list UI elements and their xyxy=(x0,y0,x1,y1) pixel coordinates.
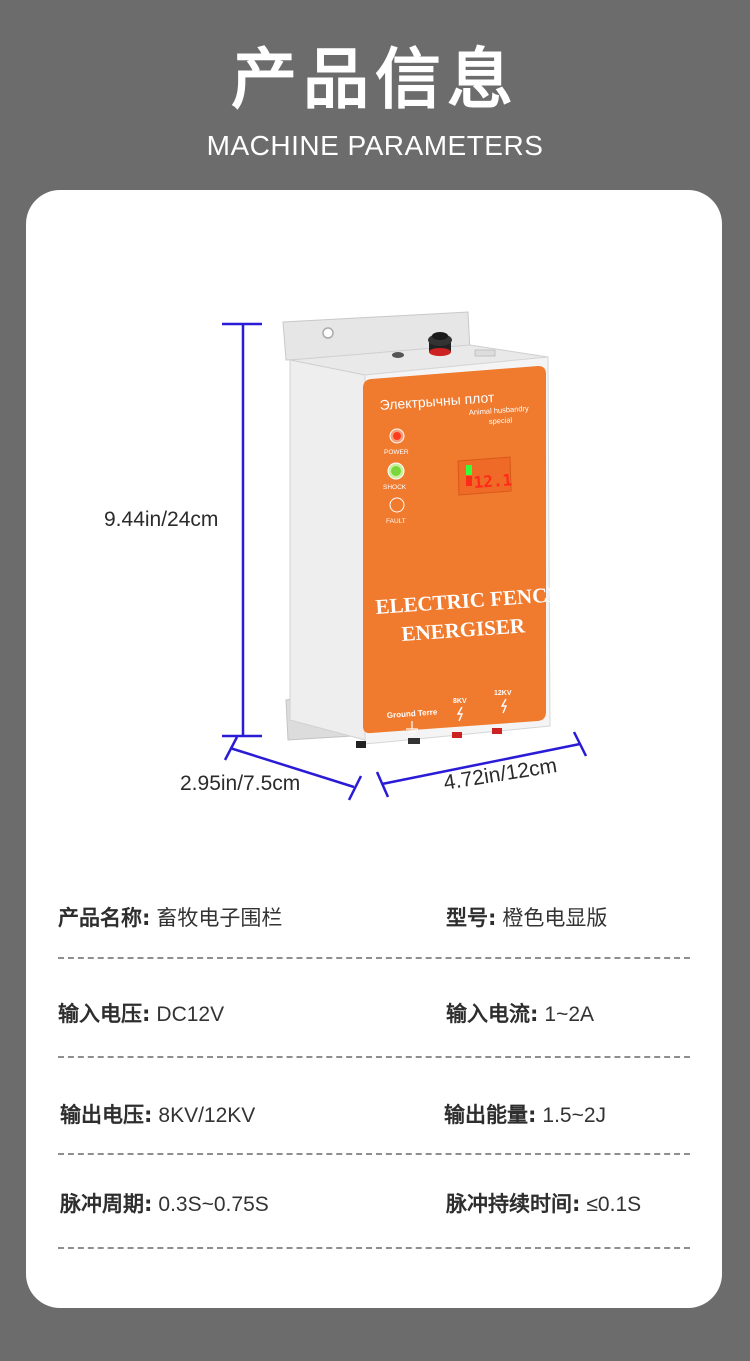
spec-value: 橙色电显版 xyxy=(502,907,608,930)
spec-row: 产品名称:畜牧电子围栏 型号:橙色电显版 xyxy=(58,898,690,938)
page-title: 产品信息 xyxy=(231,41,519,118)
height-dimension-line xyxy=(222,322,262,738)
spec-key: 脉冲持续时间: xyxy=(446,1192,581,1216)
depth-dimension-label: 2.95in/7.5cm xyxy=(180,772,301,795)
spec-key: 输出电压: xyxy=(60,1103,153,1127)
spec-row: 输入电压:DC12V 输入电流:1~2A xyxy=(58,994,690,1034)
spec-value: 0.3S~0.75S xyxy=(158,1193,269,1216)
product-illustration: Электрычны плот Animal husbandry special… xyxy=(222,311,588,801)
tagline-2: special xyxy=(489,415,513,426)
spec-key: 产品名称: xyxy=(58,906,151,930)
dashed-divider xyxy=(58,1153,690,1155)
terminal-8kv-label: 8KV xyxy=(453,698,467,705)
knob-icon xyxy=(428,332,452,356)
spec-key: 脉冲周期: xyxy=(60,1192,153,1216)
spec-value: 畜牧电子围栏 xyxy=(156,907,283,930)
switch-icon xyxy=(392,352,404,358)
spec-value: 1~2A xyxy=(544,1003,595,1026)
spec-row: 输出电压:8KV/12KV 输出能量:1.5~2J xyxy=(58,1095,690,1135)
depth-dimension-line xyxy=(223,736,363,801)
dashed-divider xyxy=(58,1247,690,1249)
height-dimension-label: 9.44in/24cm xyxy=(104,508,219,531)
shock-led-icon xyxy=(387,462,405,480)
shock-label: SHOCK xyxy=(383,484,407,491)
spec-row: 脉冲周期:0.3S~0.75S 脉冲持续时间:≤0.1S xyxy=(58,1184,690,1224)
spec-key: 输入电压: xyxy=(58,1002,151,1026)
fault-led-icon xyxy=(389,497,405,513)
ground-symbol-icon xyxy=(406,721,418,736)
spec-value: ≤0.1S xyxy=(586,1193,642,1216)
spec-key: 输出能量: xyxy=(444,1103,537,1127)
display-reading: 12.1 xyxy=(473,470,513,492)
lightning-12kv-icon xyxy=(500,698,508,714)
tagline-1: Animal husbandry xyxy=(469,404,530,417)
spec-key: 输入电流: xyxy=(446,1002,539,1026)
page-subtitle: MACHINE PARAMETERS xyxy=(206,130,544,161)
terminal-12kv-label: 12KV xyxy=(494,690,512,697)
power-label: POWER xyxy=(384,449,409,456)
spec-value: DC12V xyxy=(156,1003,225,1026)
orange-panel xyxy=(363,366,546,734)
power-led-icon xyxy=(389,428,405,444)
digital-display xyxy=(457,456,512,496)
spec-value: 1.5~2J xyxy=(542,1104,607,1127)
dashed-divider xyxy=(58,1056,690,1058)
fault-label: FAULT xyxy=(386,518,406,525)
spec-key: 型号: xyxy=(446,906,497,930)
spec-value: 8KV/12KV xyxy=(158,1104,256,1127)
width-dimension-line xyxy=(375,731,588,798)
lightning-8kv-icon xyxy=(456,706,464,722)
dashed-divider xyxy=(58,957,690,959)
ground-label: Ground Terre xyxy=(387,707,439,720)
